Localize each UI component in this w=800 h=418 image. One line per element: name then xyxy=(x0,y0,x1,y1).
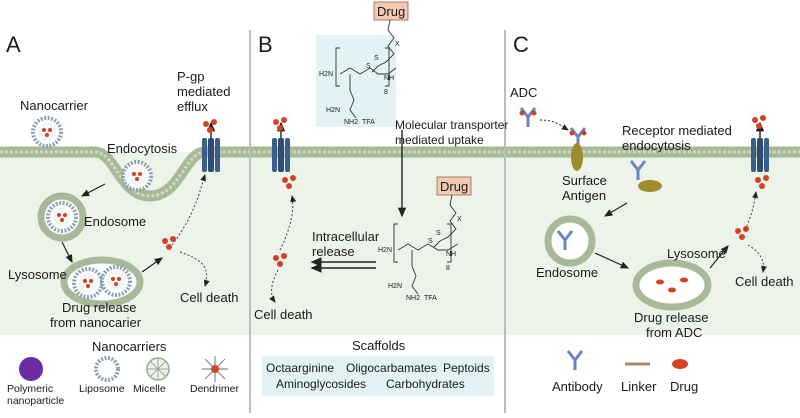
cell-death-b-label: Cell death xyxy=(254,307,313,322)
drug-box-top xyxy=(373,1,409,21)
scaffolds-title: Scaffolds xyxy=(352,338,406,353)
transporter-label-2: mediated uptake xyxy=(395,133,484,147)
endosome-c-label: Endosome xyxy=(536,265,598,280)
lysosome-c-label: Lysosome xyxy=(667,246,726,261)
adc-icon xyxy=(519,106,537,129)
chem-nh-top: NH xyxy=(384,75,394,82)
surface-antigen-1 xyxy=(571,143,583,171)
nanocarrier-liposome-icon xyxy=(31,116,63,148)
polymeric-nanoparticle-icon xyxy=(19,357,43,381)
drug-release-a-label-2: from nanocarier xyxy=(50,315,142,330)
panel-a-letter: A xyxy=(6,32,21,57)
scaffold-aminoglycosides: Aminoglycosides xyxy=(276,377,366,391)
scaffold-peptoids: Peptoids xyxy=(443,361,490,375)
intracellular-label-2: release xyxy=(312,244,355,259)
cell-death-a-label: Cell death xyxy=(180,290,239,305)
chem-sub-bottom: 8 xyxy=(446,265,450,272)
nanocarrier-label: Nanocarrier xyxy=(20,98,89,113)
scaffold-carbohydrates: Carbohydrates xyxy=(386,377,465,391)
chem-nh-bottom: NH xyxy=(446,251,456,258)
chem-s1-top: S xyxy=(374,55,379,62)
drug-release-a-label-1: Drug release xyxy=(62,300,136,315)
transporter-label-1: Molecular transporter xyxy=(395,118,508,132)
drug-release-c-label-1: Drug release xyxy=(634,310,708,325)
cell-membrane xyxy=(0,146,800,202)
efflux-drug-dots-a xyxy=(203,119,217,133)
legend-polymeric: Polymeric xyxy=(7,383,53,395)
surface-antigen-label-2: Antigen xyxy=(562,188,606,203)
legend-nanoparticle: nanoparticle xyxy=(7,395,64,407)
chem-hn-bottom: H2N xyxy=(388,283,402,290)
legend-dendrimer: Dendrimer xyxy=(190,383,240,395)
efflux-drug-dots-b xyxy=(273,117,287,131)
panel-b-letter: B xyxy=(258,32,273,57)
conjugate-structure-bottom xyxy=(393,194,459,295)
chem-sub-top: 8 xyxy=(384,89,388,96)
legend-drug: Drug xyxy=(670,379,698,394)
adc-label: ADC xyxy=(510,85,537,100)
antibody-legend-icon xyxy=(566,349,584,372)
efflux-drug-dots-c xyxy=(752,115,766,129)
drug-legend-icon xyxy=(672,359,688,369)
drug-box-bottom xyxy=(436,176,472,196)
pgp-label-2: mediated xyxy=(177,84,230,99)
chem-x-bottom: X xyxy=(457,216,462,223)
scaffold-octaarginine: Octaarginine xyxy=(266,361,334,375)
legend-liposome: Liposome xyxy=(79,383,125,395)
chem-s1-bottom: S xyxy=(436,230,441,237)
dendrimer-legend-icon xyxy=(202,356,228,382)
endosome-c xyxy=(544,215,596,267)
chem-tfa-bottom: TFA xyxy=(424,295,437,302)
scaffold-oligocarbamates: Oligocarbamates xyxy=(346,361,437,375)
receptor-label-2: endocytosis xyxy=(622,138,691,153)
pgp-label-1: P-gp xyxy=(177,69,204,84)
surface-antigen-label-1: Surface xyxy=(562,173,607,188)
chem-h2n-top: H2N xyxy=(319,71,333,78)
endosome-liposome-icon xyxy=(46,201,78,233)
chem-tfa-top: TFA xyxy=(362,119,375,126)
nanocarriers-legend-title: Nanocarriers xyxy=(92,339,167,354)
cell-death-c-label: Cell death xyxy=(735,274,794,289)
pgp-pump-c-icon xyxy=(751,138,769,172)
scaffolds-box xyxy=(262,356,494,396)
chem-hn-top: H2N xyxy=(326,107,340,114)
legend-antibody: Antibody xyxy=(552,379,603,394)
chem-s2-bottom: S xyxy=(428,238,433,245)
receptor-label-1: Receptor mediated xyxy=(622,123,732,138)
endocytosis-label: Endocytosis xyxy=(107,141,178,156)
chem-s2-top: S xyxy=(366,63,371,70)
legend-micelle: Micelle xyxy=(133,383,166,395)
lysosome-c xyxy=(632,259,712,311)
endocytosed-liposome-icon xyxy=(121,160,153,192)
drug-top-label: Drug xyxy=(377,4,405,19)
lysosome-a-label: Lysosome xyxy=(8,267,67,282)
drug-release-c-label-2: from ADC xyxy=(646,325,702,340)
pgp-pump-b-icon xyxy=(272,138,290,172)
pgp-pump-a-icon xyxy=(202,138,220,172)
intracellular-label-1: Intracellular xyxy=(312,229,380,244)
chem-nh2-top: NH2 xyxy=(344,119,358,126)
liposome-legend-icon xyxy=(94,356,120,382)
bound-adc-icon xyxy=(569,126,587,149)
surface-antigen-2 xyxy=(638,180,662,192)
pgp-label-3: efflux xyxy=(177,99,208,114)
endosome-a-label: Endosome xyxy=(84,214,146,229)
drug-bottom-label: Drug xyxy=(440,179,468,194)
panel-c-letter: C xyxy=(513,32,529,57)
chem-x-top: X xyxy=(395,41,400,48)
chem-nh2-bottom: NH2 xyxy=(406,295,420,302)
legend-linker: Linker xyxy=(621,379,657,394)
scaffold-structure-box-top xyxy=(316,35,396,127)
conjugate-structure-top xyxy=(335,19,397,119)
chem-h2n-bottom: H2N xyxy=(378,247,392,254)
